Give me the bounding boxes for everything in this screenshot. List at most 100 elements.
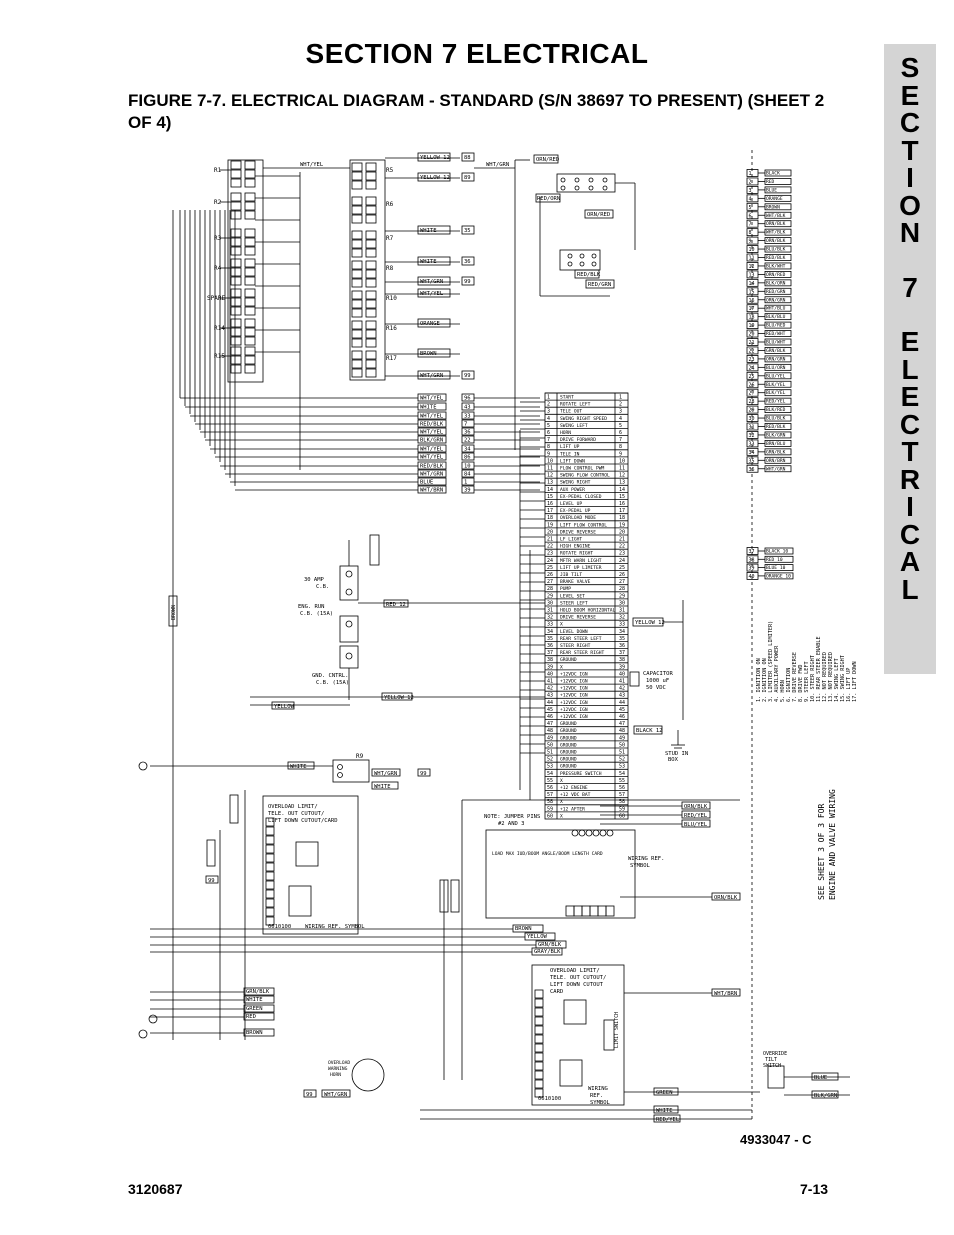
relay-contact [230, 160, 242, 170]
wire-label: BLU/YEL [766, 373, 786, 379]
wire-label: RED/BLK [420, 422, 444, 428]
terminal-number: 57 [619, 792, 625, 798]
wire-label: WHT/GRN [324, 1092, 347, 1098]
relay-label-left: SPARE [207, 295, 225, 302]
connector-pin [567, 253, 573, 259]
terminal-number: 40 [619, 671, 625, 677]
relay-contact [365, 180, 377, 190]
relay-contact [351, 269, 363, 279]
wire-tag [764, 431, 792, 439]
wire-number-box [205, 875, 219, 884]
card-terminal [534, 1043, 544, 1053]
terminal-function: HOLD BOOM HORIZONTAL [560, 608, 616, 614]
wire-tag [417, 348, 451, 358]
override-tilt-switch [767, 1065, 785, 1089]
relay-contact [351, 299, 363, 309]
wire-label: BROWN [766, 204, 780, 210]
wire-label: YELLOW 12 [384, 695, 414, 701]
wire-number-box [461, 152, 475, 162]
wire-label: RED/ORN [537, 196, 560, 202]
relay-contact [351, 260, 363, 270]
terminal-number: 34 [547, 629, 553, 635]
side-tab-letter: R [899, 463, 921, 495]
wire-label: GRAY/BLK [534, 949, 561, 955]
terminal-function: SWING RIGHT SPEED [560, 416, 607, 422]
side-tab-letter: T [901, 436, 919, 467]
terminal-function: GROUND [560, 750, 577, 756]
terminal-number: 42 [547, 686, 553, 692]
switch-label: SWITCH [763, 1063, 781, 1069]
terminal-number: 18 [547, 515, 553, 521]
wire-label: WHT/YEL [300, 162, 324, 168]
wire-tag [711, 988, 741, 997]
card-terminal [571, 829, 579, 837]
relay-contact [365, 290, 377, 300]
wire-label: GREEN [656, 1090, 673, 1096]
card-terminal [534, 1088, 544, 1098]
wire-label: GREEN [246, 1006, 263, 1012]
card-terminal [573, 905, 583, 917]
card-component [563, 999, 587, 1025]
card-terminal [265, 907, 275, 917]
terminal-number: 24 [619, 558, 625, 564]
terminal-number: 53 [619, 764, 625, 770]
terminal-number: 46 [547, 714, 553, 720]
relay-contact [230, 318, 242, 328]
relay-contact [230, 336, 242, 346]
wire-number: 99 [420, 771, 427, 777]
terminal-number: 38 [619, 657, 625, 663]
relay-contact [351, 205, 363, 215]
wire-label: ORN/RED [766, 272, 786, 278]
terminal-number: 18 [619, 515, 625, 521]
wire-number-box [461, 477, 475, 486]
wire-label: RED/BLK [766, 255, 786, 261]
wire-tag [764, 363, 792, 371]
relay-contact [365, 299, 377, 309]
terminal-number: 11 [619, 466, 625, 472]
card-terminal [589, 905, 599, 917]
card-terminal [605, 905, 615, 917]
terminal-number: 54 [547, 771, 553, 777]
breaker-gnd [339, 645, 359, 669]
wire-tag [417, 461, 447, 470]
wire-tag [764, 423, 792, 430]
terminal-number: 25 [547, 565, 553, 571]
relay-contact [230, 246, 242, 256]
wire-label: YELLOW 12 [420, 155, 450, 161]
card-terminal [265, 889, 275, 899]
relay-contact [230, 288, 242, 298]
note-label: #2 AND 3 [498, 821, 525, 827]
terminal-number: 4 [547, 416, 550, 422]
terminal-number: 12 [547, 473, 553, 479]
terminal-number: 49 [619, 735, 625, 741]
terminal-number: 39 [547, 664, 553, 670]
terminal-function: JIB TILT [560, 572, 582, 578]
relay-contact [244, 201, 256, 211]
wire-number: 36 [464, 259, 471, 265]
wire-tag [417, 435, 447, 444]
connector-pin-number: 37 [749, 549, 755, 555]
wire-tag [764, 169, 792, 177]
relay-contact [365, 230, 377, 240]
terminal-number: 7 [619, 437, 622, 443]
relay-terminal [337, 764, 343, 770]
function-legend-item: 10. STEER RIGHT [810, 655, 816, 702]
connector-pin-number: 16 [749, 298, 755, 304]
card-label: CARD [550, 989, 563, 995]
stud-label: STUD IN [665, 751, 688, 757]
terminal-number: 36 [619, 643, 625, 649]
wire-label: WHITE [420, 405, 437, 411]
wire-label: WHITE [246, 997, 263, 1003]
wire-tag [381, 692, 413, 701]
card-component [288, 885, 312, 917]
terminal-number: 37 [547, 650, 553, 656]
wire-tag [417, 225, 451, 235]
function-legend-item: 13. NOT REQUIRED [828, 652, 834, 702]
card-terminal [265, 871, 275, 881]
terminal-function: EX-PEDAL CLOSED [560, 494, 602, 500]
terminal-number: 46 [619, 714, 625, 720]
card-symbol-label: WIRING REF. [628, 856, 664, 862]
wire-label: BLU/BLK [766, 416, 786, 422]
wire-tag [243, 987, 275, 996]
card-symbol-label: REF. [590, 1093, 603, 1099]
